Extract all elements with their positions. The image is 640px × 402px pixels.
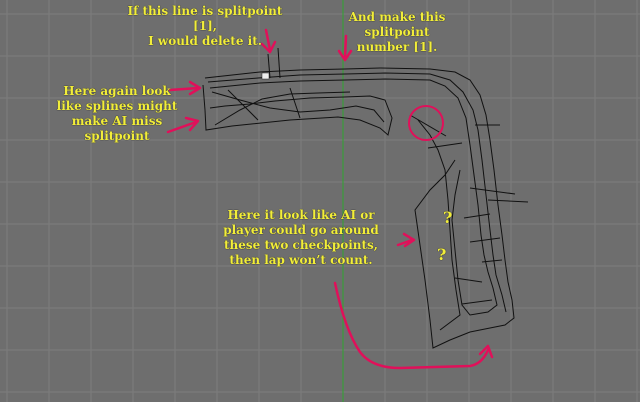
annotation-arrows [166, 28, 494, 370]
note-splines: Here again look like splines might make … [56, 84, 178, 143]
arrow-make-splitpoint [343, 34, 348, 60]
arrow-splines-1 [168, 86, 200, 92]
splitpoint-marker[interactable] [261, 72, 270, 80]
note-checkpoints: Here it look like AI or player could go … [223, 208, 379, 267]
note-delete-splitpoint: If this line is splitpoint [1], I would … [127, 4, 283, 48]
arrow-checkpoints [396, 238, 414, 247]
question-mark-checkpoint-2: ? [437, 245, 447, 264]
note-make-splitpoint: And make this splitpoint number [1]. [348, 10, 446, 54]
track-outline [202, 47, 529, 349]
question-mark-checkpoint-1: ? [443, 208, 453, 227]
arrow-delete-splitpoint [264, 28, 272, 52]
arrow-around-checkpoints [333, 281, 490, 370]
highlight-circle [408, 105, 444, 141]
arrow-splines-2 [166, 120, 198, 134]
